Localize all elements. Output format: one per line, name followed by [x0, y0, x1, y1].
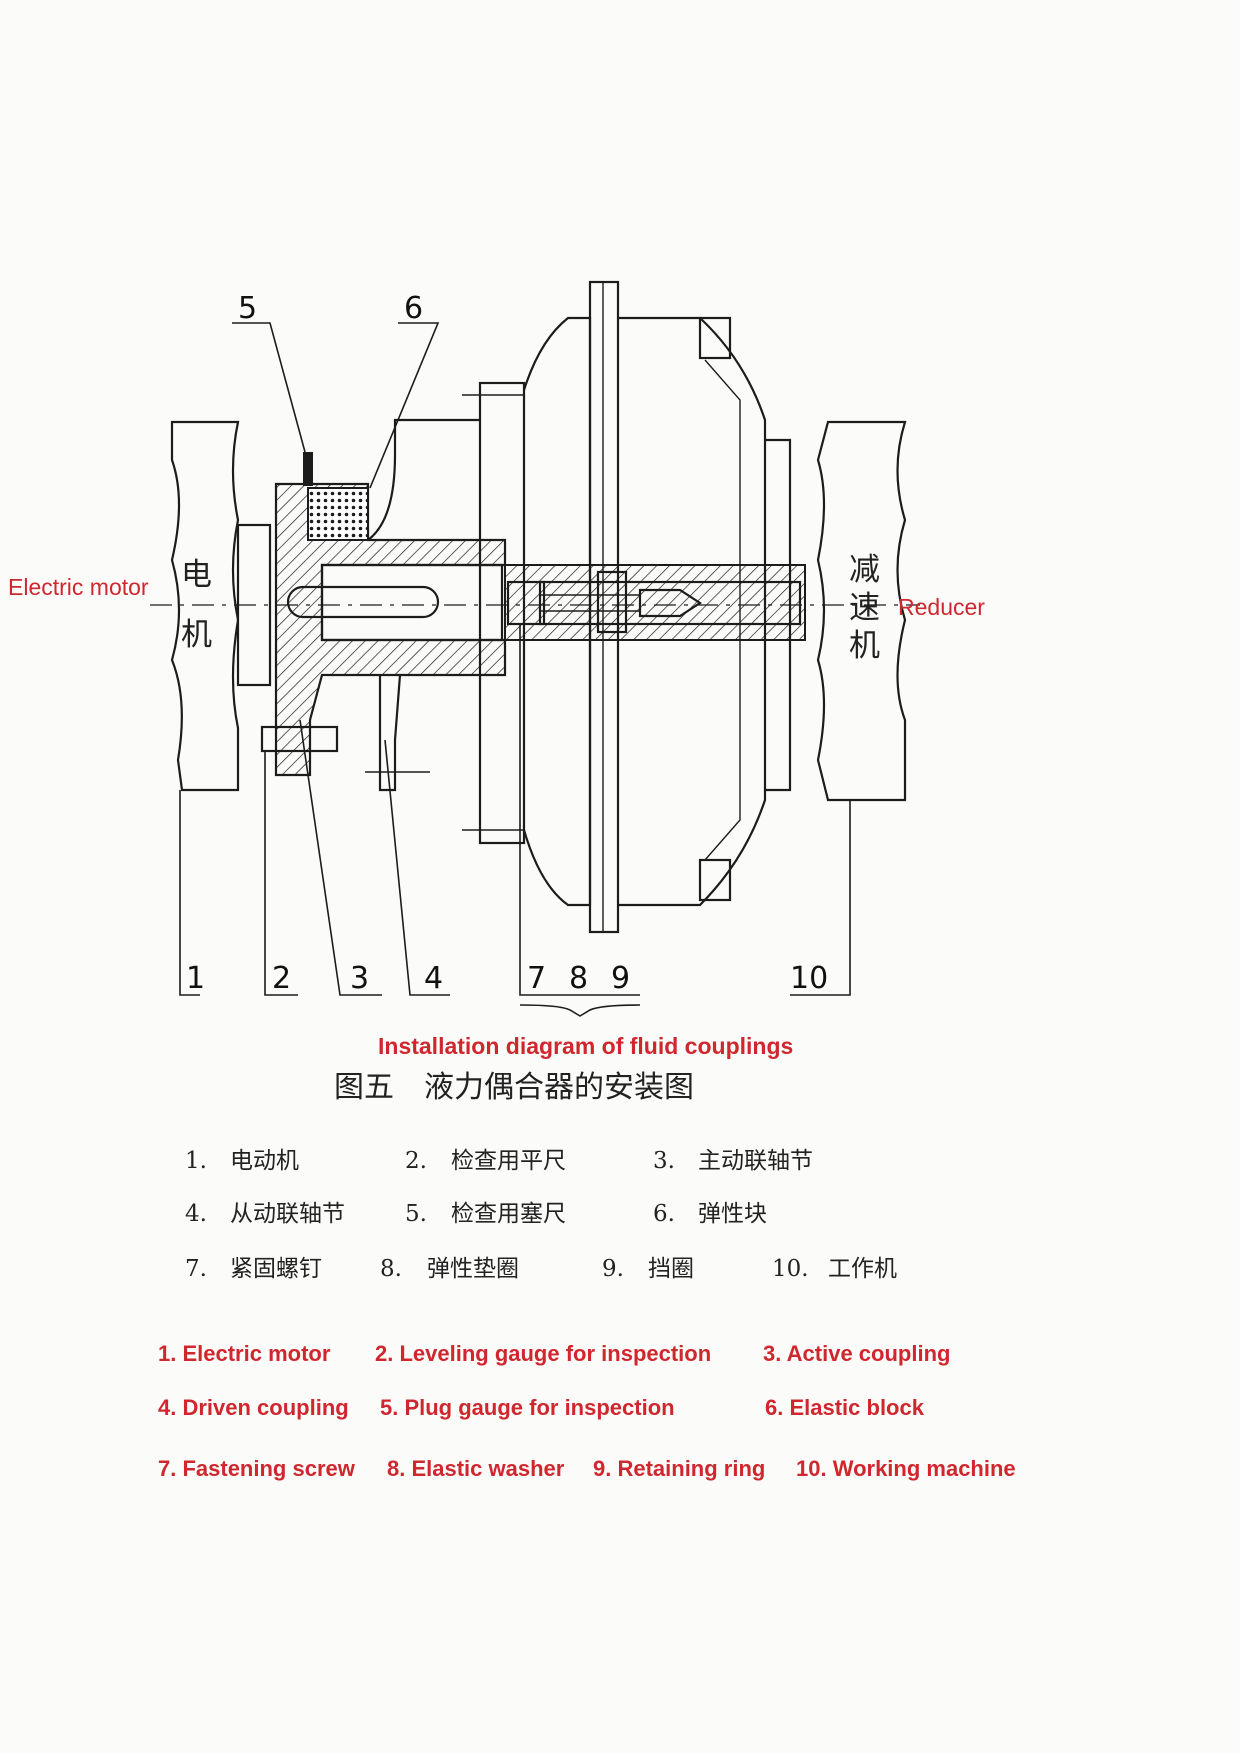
callout-1: 1: [186, 961, 205, 996]
shaft-and-fastening-screw: [504, 564, 806, 641]
callout-3: 3: [350, 961, 369, 996]
reducer-body: [816, 420, 907, 802]
legend-en-5: 5. Plug gauge for inspection: [380, 1395, 675, 1420]
legend-cn-2-text: 检查用平尺: [451, 1148, 566, 1174]
reducer-label-cn-1: 减: [849, 552, 880, 588]
legend-cn-1-text: 电动机: [230, 1148, 299, 1174]
legend-cn-3-num: 3.: [653, 1148, 675, 1174]
legend-cn-10-num: 10.: [772, 1256, 809, 1282]
electric-motor-body: [170, 420, 272, 792]
legend-cn-8-num: 8.: [380, 1256, 402, 1282]
callout-10: 10: [790, 961, 828, 996]
legend-cn-7-num: 7.: [185, 1256, 207, 1282]
legend-en-10: 10. Working machine: [796, 1456, 1016, 1481]
legend-cn-3-text: 主动联轴节: [698, 1148, 813, 1174]
legend-en-6: 6. Elastic block: [765, 1395, 925, 1420]
legend-cn-4-num: 4.: [185, 1201, 207, 1227]
legend-en-3: 3. Active coupling: [763, 1341, 950, 1366]
caption-chinese: 图五 液力偶合器的安装图: [334, 1070, 694, 1105]
active-coupling: [274, 482, 507, 777]
driven-coupling: [365, 418, 480, 792]
reducer-label-cn-3: 机: [849, 628, 880, 664]
leader-lines: [179, 322, 851, 1017]
legend-chinese: 1. 电动机 2. 检查用平尺 3. 主动联轴节 4. 从动联轴节 5. 检查用…: [185, 1148, 897, 1282]
legend-cn-7-text: 紧固螺钉: [230, 1256, 322, 1282]
callout-4: 4: [424, 961, 443, 996]
legend-cn-9-text: 挡圈: [648, 1256, 694, 1282]
callout-8: 8: [569, 961, 588, 996]
callout-5: 5: [238, 291, 257, 326]
legend-en-4: 4. Driven coupling: [158, 1395, 349, 1420]
legend-cn-5-text: 检查用塞尺: [451, 1201, 566, 1227]
callout-6: 6: [404, 291, 423, 326]
legend-cn-10-text: 工作机: [828, 1256, 897, 1282]
legend-en-2: 2. Leveling gauge for inspection: [375, 1341, 711, 1366]
legend-cn-2-num: 2.: [405, 1148, 427, 1174]
legend-cn-4-text: 从动联轴节: [230, 1201, 345, 1227]
reducer-label-cn-2: 速: [849, 590, 880, 626]
legend-cn-5-num: 5.: [405, 1201, 427, 1227]
motor-label-cn-2: 机: [181, 617, 212, 653]
callout-7: 7: [527, 961, 546, 996]
legend-en-7: 7. Fastening screw: [158, 1456, 356, 1481]
elastic-block: [307, 487, 369, 541]
legend-en-9: 9. Retaining ring: [593, 1456, 765, 1481]
motor-label-cn-1: 电: [181, 557, 212, 593]
reducer-label-en: Reducer: [898, 594, 985, 620]
plug-gauge: [303, 452, 313, 486]
legend-en-8: 8. Elastic washer: [387, 1456, 565, 1481]
legend-english: 1. Electric motor 2. Leveling gauge for …: [158, 1341, 1016, 1481]
legend-cn-6-text: 弹性块: [698, 1201, 767, 1227]
legend-cn-9-num: 9.: [602, 1256, 624, 1282]
legend-cn-8-text: 弹性垫圈: [427, 1256, 519, 1282]
callout-2: 2: [272, 961, 291, 996]
motor-label-en: Electric motor: [8, 574, 149, 600]
legend-en-1: 1. Electric motor: [158, 1341, 331, 1366]
caption-english: Installation diagram of fluid couplings: [378, 1033, 793, 1059]
leveling-gauge: [260, 725, 339, 753]
legend-cn-6-num: 6.: [653, 1201, 675, 1227]
legend-cn-1-num: 1.: [185, 1148, 207, 1174]
callout-9: 9: [611, 961, 630, 996]
